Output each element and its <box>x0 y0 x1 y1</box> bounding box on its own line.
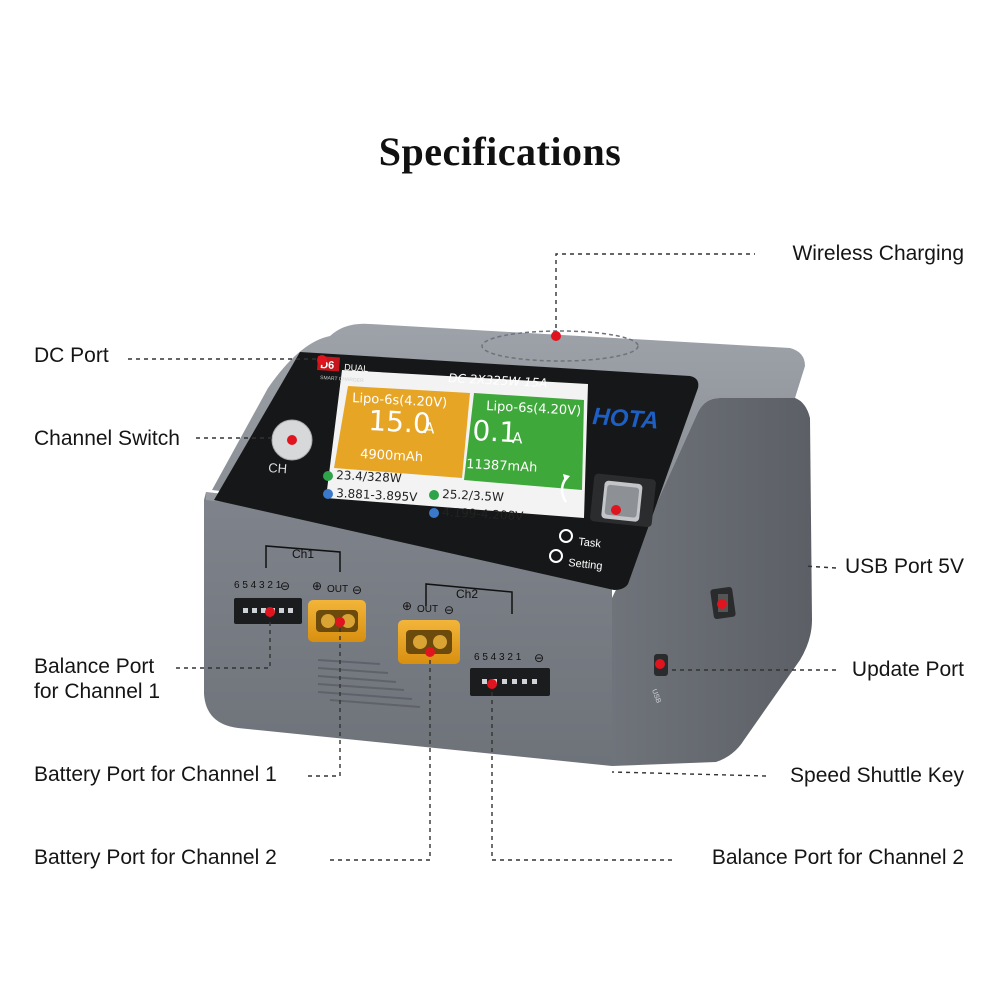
ch2-battery-type: Lipo-6s(4.20V) <box>486 399 582 419</box>
ch2-capacity: 11387mAh <box>466 457 538 476</box>
ch2-power: 25.2/3.5W <box>442 487 504 504</box>
wireless-charging-pad <box>481 330 639 362</box>
callout-markers <box>265 331 727 689</box>
model-word: DUAL <box>344 362 369 374</box>
ch2-balance-pins: 6 5 4 3 2 1 <box>474 652 522 663</box>
ch2-panel <box>464 393 584 490</box>
label-dc-port: DC Port <box>34 344 109 367</box>
ch1-current-unit: A <box>424 419 436 438</box>
ch2-out-label: OUT <box>417 604 438 615</box>
svg-text:⊕: ⊕ <box>312 579 322 593</box>
ch1-panel <box>334 386 470 478</box>
usb-side-label: USB <box>650 688 662 704</box>
ch2-current-value: 0.1 <box>472 414 518 449</box>
screen-header: DC 2X325W 15A <box>448 371 548 390</box>
brand-logo: HOTA <box>592 403 660 435</box>
label-wireless-charging: Wireless Charging <box>792 242 964 265</box>
ch1-current-value: 15.0 <box>368 404 432 440</box>
ch1-balance-pins: 6 5 4 3 2 1 <box>234 580 282 591</box>
model-subtitle: SMART CHARGER <box>320 375 364 384</box>
ch1-capacity: 4900mAh <box>360 447 424 465</box>
vent-slots <box>317 659 421 708</box>
label-battery-port-ch1: Battery Port for Channel 1 <box>34 763 277 786</box>
svg-text:⊖: ⊖ <box>352 583 362 597</box>
label-balance-port-ch2: Balance Port for Channel 2 <box>711 846 964 869</box>
label-channel-switch: Channel Switch <box>34 427 180 450</box>
svg-text:⊖: ⊖ <box>534 651 544 665</box>
ch1-battery-type: Lipo-6s(4.20V) <box>352 391 448 411</box>
ch1-voltage: 3.881-3.895V <box>336 486 419 504</box>
label-balance-port-ch1-line2: for Channel 1 <box>34 680 161 703</box>
label-balance-port-ch1-line1: Balance Port <box>34 655 155 678</box>
leader-lines <box>128 253 837 861</box>
svg-text:⊕: ⊕ <box>402 599 412 613</box>
lcd-screen <box>326 370 588 518</box>
svg-text:⊖: ⊖ <box>444 603 454 617</box>
task-label: Task <box>578 536 602 550</box>
ch2-current-unit: A <box>512 429 524 448</box>
ch2-balance-port[interactable] <box>470 668 550 696</box>
label-battery-port-ch2: Battery Port for Channel 2 <box>34 846 277 869</box>
label-usb-port: USB Port 5V <box>844 555 964 578</box>
label-update-port: Update Port <box>851 658 964 681</box>
ch1-power: 23.4/328W <box>336 468 402 485</box>
ch-button-label: CH <box>268 460 288 476</box>
ch1-label: Ch1 <box>292 547 314 561</box>
label-speed-shuttle-key: Speed Shuttle Key <box>790 764 964 787</box>
svg-text:⊖: ⊖ <box>280 579 290 593</box>
setting-indicator-icon <box>549 549 563 563</box>
ch2-voltage: 4.199-4.208V <box>442 505 525 523</box>
ch2-label: Ch2 <box>456 587 478 601</box>
page-title: Specifications <box>378 129 622 174</box>
task-indicator-icon <box>559 529 573 543</box>
setting-label: Setting <box>568 557 603 573</box>
ch1-out-label: OUT <box>327 584 348 595</box>
